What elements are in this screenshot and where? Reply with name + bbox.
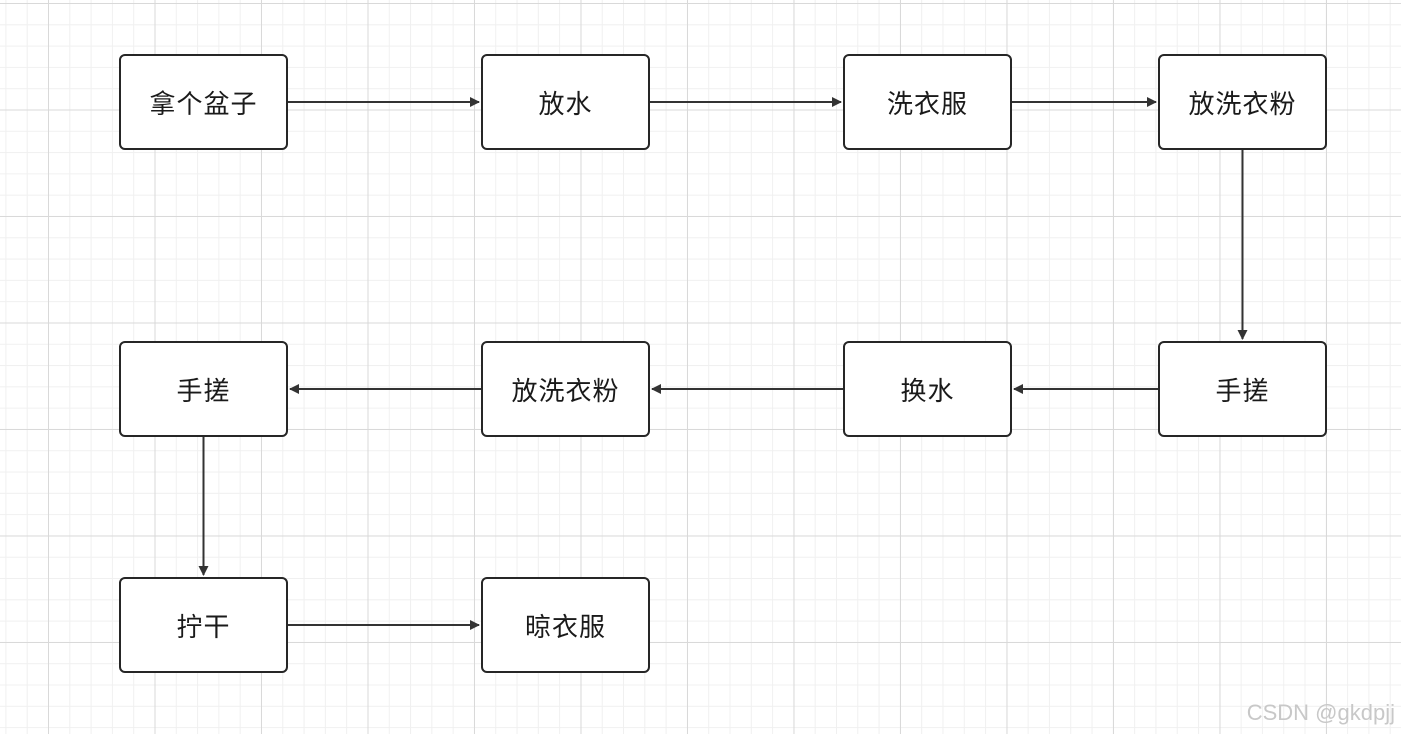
flow-node-change-water[interactable]: 换水	[843, 341, 1012, 437]
watermark: CSDN @gkdpjj	[1246, 700, 1395, 725]
flow-node-hand-rub[interactable]: 手搓	[1158, 341, 1327, 437]
flow-node-wash-clothes[interactable]: 洗衣服	[843, 54, 1012, 150]
flow-node-add-detergent[interactable]: 放洗衣粉	[1158, 54, 1327, 150]
flow-node-get-basin[interactable]: 拿个盆子	[119, 54, 288, 150]
flow-node-hand-rub-2[interactable]: 手搓	[119, 341, 288, 437]
flow-node-wring-dry[interactable]: 拧干	[119, 577, 288, 673]
flow-node-add-water[interactable]: 放水	[481, 54, 650, 150]
flow-node-add-detergent-2[interactable]: 放洗衣粉	[481, 341, 650, 437]
flow-node-hang-clothes[interactable]: 晾衣服	[481, 577, 650, 673]
